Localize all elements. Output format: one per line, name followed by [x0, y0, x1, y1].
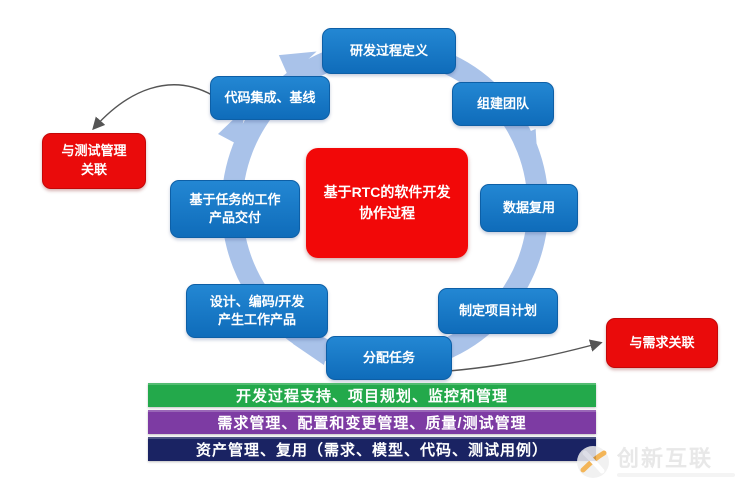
foundation-bar-requirement-mgmt: 需求管理、配置和变更管理、质量/测试管理: [148, 410, 596, 434]
watermark: 创新互联: [576, 445, 735, 479]
watermark-subtext: [617, 472, 735, 477]
node-project-plan: 制定项目计划: [438, 288, 558, 334]
node-code-integration: 代码集成、基线: [210, 76, 330, 120]
node-data-reuse: 数据复用: [480, 184, 578, 232]
node-assign-tasks: 分配任务: [326, 336, 452, 380]
node-task-delivery: 基于任务的工作 产品交付: [170, 180, 300, 238]
foundation-bar-asset-mgmt: 资产管理、复用（需求、模型、代码、测试用例）: [148, 437, 596, 461]
test-management-link-box: 与测试管理 关联: [42, 133, 146, 189]
connector-to-test-management: [92, 84, 213, 131]
ring-arrowhead-icons: [218, 51, 538, 366]
watermark-brand: 创新互联: [617, 445, 714, 471]
node-process-definition: 研发过程定义: [322, 28, 456, 74]
center-process-box: 基于RTC的软件开发 协作过程: [306, 148, 468, 258]
node-team-building: 组建团队: [452, 82, 554, 126]
foundation-bar-process-support: 开发过程支持、项目规划、监控和管理: [148, 383, 596, 407]
cx-logo-icon: [577, 446, 609, 478]
node-design-coding: 设计、编码/开发 产生工作产品: [186, 284, 328, 338]
requirement-link-box: 与需求关联: [606, 318, 718, 368]
